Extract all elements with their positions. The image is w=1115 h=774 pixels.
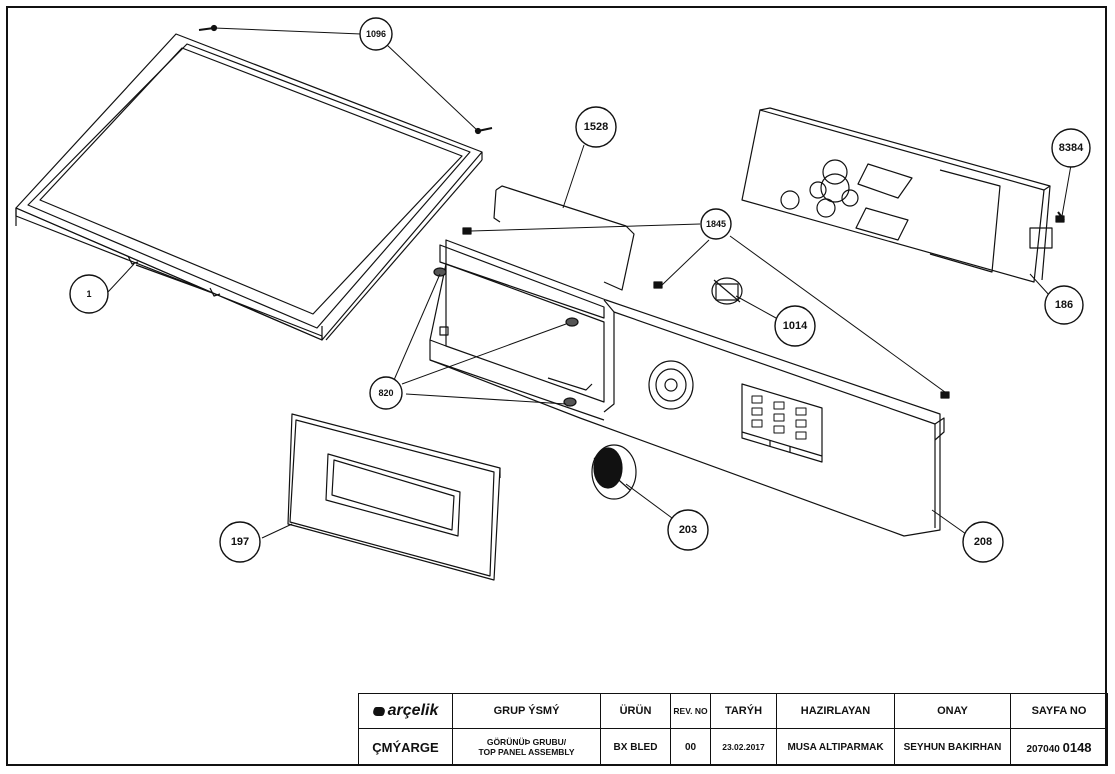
value-product: BX BLED [600, 728, 671, 766]
part-wire-1528 [493, 185, 635, 291]
header-date: TARÝH [710, 692, 777, 730]
value-group-line2: TOP PANEL ASSEMBLY [478, 747, 575, 758]
header-prepared: HAZIRLAYAN [776, 692, 895, 730]
button-grid [751, 395, 807, 440]
header-rev-no: REV. NO [670, 692, 711, 730]
value-rev: 00 [670, 728, 711, 766]
header-approval: ONAY [894, 692, 1011, 730]
brand-logo-text: arçelik [387, 702, 439, 720]
header-product: ÜRÜN [600, 692, 671, 730]
callout-1528: 1528 [584, 121, 608, 133]
header-page-no: SAYFA NO [1010, 692, 1108, 730]
part-1014 [711, 277, 743, 305]
part-front-panel-208 [429, 239, 945, 537]
title-block: arçelik GRUP ÝSMÝ ÜRÜN REV. NO TARÝH HAZ… [358, 692, 1108, 766]
title-block-value-row: ÇMÝARGE GÖRÜNÜÞ GRUBU/ TOP PANEL ASSEMBL… [358, 728, 1108, 766]
header-group-name: GRUP ÝSMÝ [452, 692, 601, 730]
callout-820: 820 [378, 388, 393, 398]
value-group-name: GÖRÜNÜÞ GRUBU/ TOP PANEL ASSEMBLY [452, 728, 601, 766]
value-page-no: 207040 0148 [1010, 728, 1108, 766]
value-group-line1: GÖRÜNÜÞ GRUBU/ [486, 737, 567, 748]
brand-logo-icon [371, 706, 387, 716]
callout-circles [69, 17, 1091, 563]
callout-1845: 1845 [706, 219, 726, 229]
value-title: ÇMÝARGE [358, 728, 453, 766]
value-approval: SEYHUN BAKIRHAN [894, 728, 1011, 766]
value-date: 23.02.2017 [710, 728, 777, 766]
value-prepared: MUSA ALTIPARMAK [776, 728, 895, 766]
leader-lines [107, 27, 1072, 539]
part-clips-820 [433, 267, 579, 407]
value-page-number: 0148 [1062, 739, 1092, 755]
brand-logo: arçelik [358, 692, 453, 730]
part-knob-203 [591, 444, 637, 500]
callout-1014: 1014 [783, 320, 808, 332]
callout-8384: 8384 [1059, 142, 1084, 154]
callout-197: 197 [231, 536, 249, 548]
title-block-header-row: arçelik GRUP ÝSMÝ ÜRÜN REV. NO TARÝH HAZ… [358, 692, 1108, 730]
part-control-board-186 [741, 107, 1065, 283]
callout-1096: 1096 [366, 29, 386, 39]
part-top-lid [15, 33, 483, 341]
part-drawer-front-197 [287, 413, 501, 581]
callout-203: 203 [679, 524, 697, 536]
callout-208: 208 [974, 536, 992, 548]
callout-186: 186 [1055, 299, 1073, 311]
value-page-prefix: 207040 [1026, 743, 1060, 755]
callout-1: 1 [86, 289, 91, 299]
